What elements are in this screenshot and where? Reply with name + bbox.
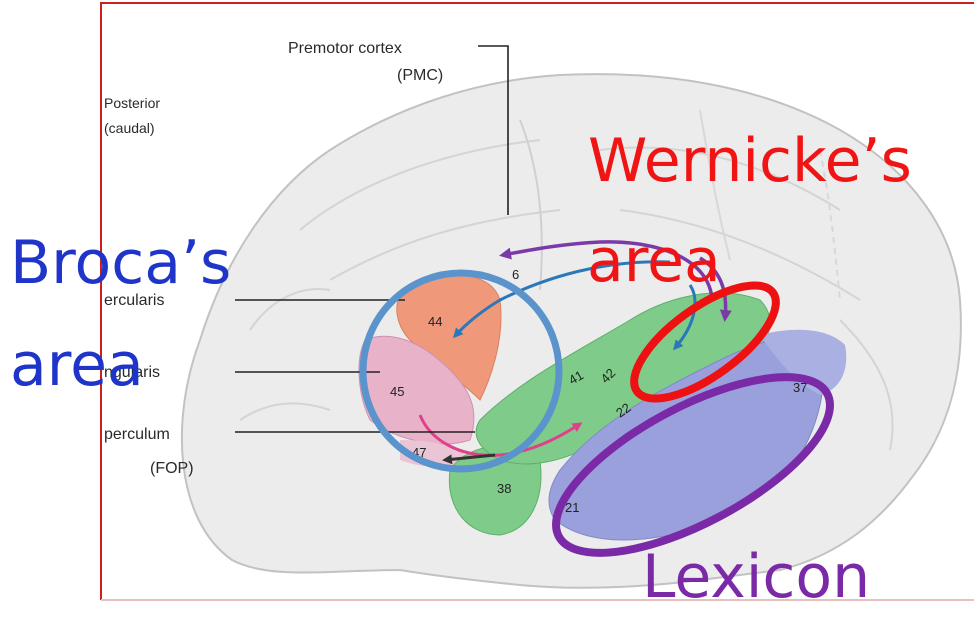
fop-label: (FOP) — [150, 460, 194, 477]
broca-label-line1: Broca’s — [10, 228, 231, 298]
wernicke-label-line2: area — [587, 226, 721, 296]
posterior-label-line2: (caudal) — [104, 120, 155, 136]
premotor-label-line1: Premotor cortex — [288, 40, 402, 57]
operculum-label: perculum — [104, 426, 170, 443]
area-21-label: 21 — [565, 500, 579, 515]
area-6-label: 6 — [512, 267, 519, 282]
wernicke-label-line1: Wernicke’s — [588, 126, 912, 196]
posterior-label-line1: Posterior — [104, 95, 160, 111]
area-45-label: 45 — [390, 384, 404, 399]
area-38-label: 38 — [497, 481, 511, 496]
broca-label-line2: area — [10, 330, 144, 400]
premotor-label-line2: (PMC) — [397, 67, 443, 84]
area-44-label: 44 — [428, 314, 442, 329]
lexicon-label: Lexicon — [642, 542, 870, 612]
